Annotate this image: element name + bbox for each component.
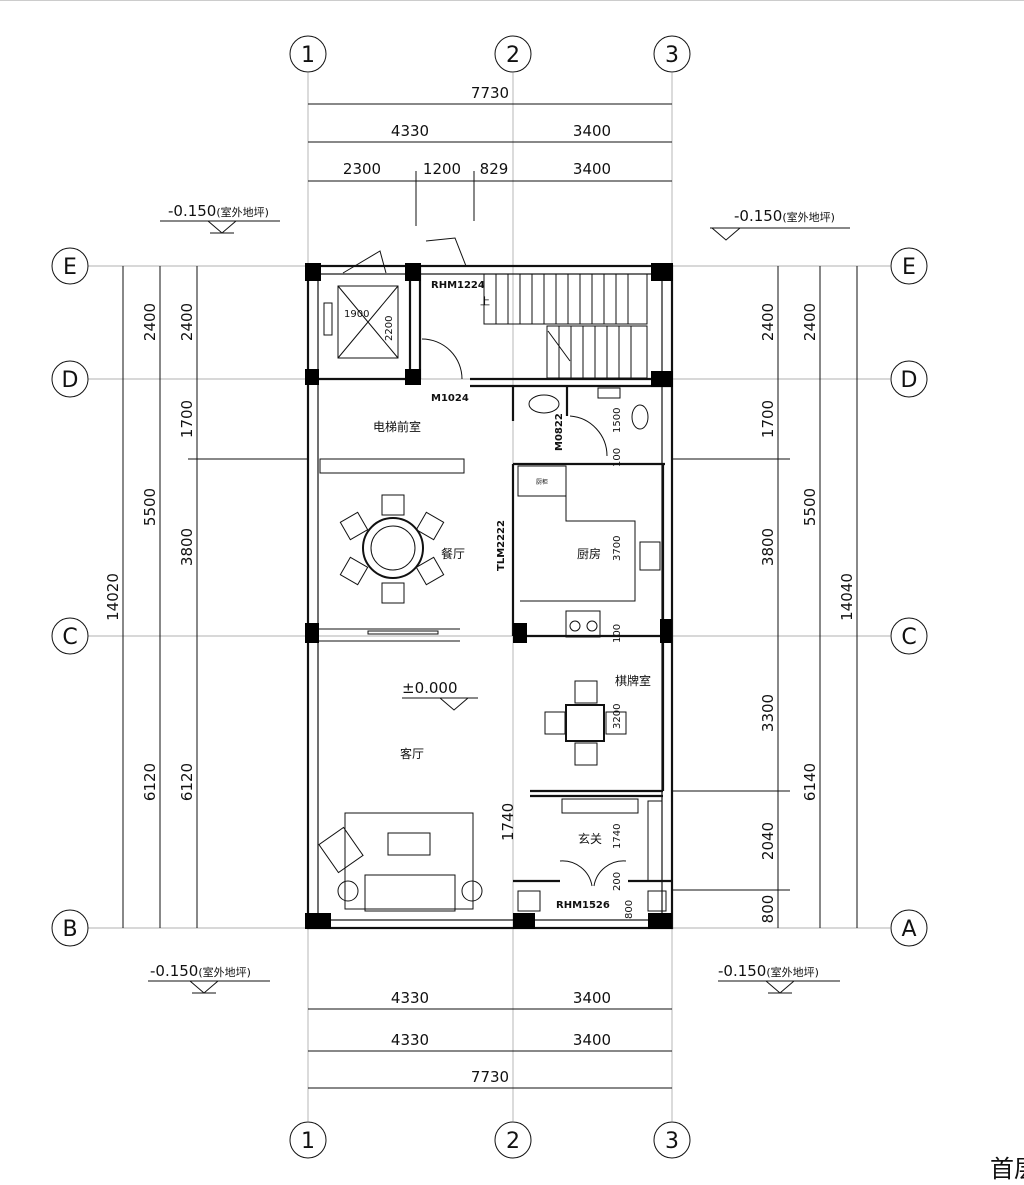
fixtures: [318, 387, 667, 912]
dim-label: 5500: [801, 488, 819, 526]
dim-label: 3400: [573, 989, 611, 1007]
axis-label: B: [62, 917, 77, 942]
room-dining: 餐厅: [441, 546, 465, 561]
cabinet-label: 厨柜: [536, 478, 548, 486]
axis-label: E: [63, 255, 77, 280]
drawing-title: 首层: [990, 1155, 1024, 1183]
dim-label: 829: [480, 160, 509, 178]
door-label: RHM1224: [431, 280, 485, 291]
elevator-depth: 2200: [384, 316, 395, 341]
level-markers: [148, 220, 850, 994]
elevator-width: 1900: [344, 309, 369, 320]
dim-label: 2400: [178, 303, 196, 341]
level-outdoor: -0.150(室外地坪): [734, 207, 835, 225]
dim-label: 3800: [759, 528, 777, 566]
dim-label: 2040: [759, 822, 777, 860]
dim-label: 4330: [391, 1031, 429, 1049]
dim-label: 1500: [612, 408, 623, 433]
axis-label: A: [901, 917, 916, 942]
dim-label: 1200: [423, 160, 461, 178]
doors: [342, 250, 627, 887]
dimension-lines: [122, 103, 858, 1089]
door-label: RHM1526: [556, 900, 610, 911]
dim-label: 1740: [612, 824, 623, 849]
door-label: TLM2222: [496, 520, 507, 571]
dim-total-bottom: 7730: [471, 1068, 509, 1086]
dim-label: 4330: [391, 989, 429, 1007]
axis-label: E: [902, 255, 916, 280]
level-indoor: ±0.000: [402, 679, 458, 697]
level-outdoor: -0.150(室外地坪): [150, 962, 251, 980]
dim-label: 3300: [759, 694, 777, 732]
columns: [305, 263, 673, 929]
dim-label: 3700: [612, 536, 623, 561]
dim-label: 3400: [573, 122, 611, 140]
axis-label: 1: [301, 1129, 315, 1154]
axis-label: 3: [665, 43, 679, 68]
elevator-shaft: [323, 285, 399, 359]
dim-label: 100: [612, 448, 623, 467]
dim-label: 800: [759, 895, 777, 924]
room-elevator-lobby: 电梯前室: [373, 419, 421, 434]
dim-label: 1700: [178, 400, 196, 438]
dim-label: 1740: [499, 803, 517, 841]
dim-label: 6140: [801, 763, 819, 801]
door-label: M1024: [431, 393, 469, 404]
room-living: 客厅: [400, 746, 424, 761]
door-label: M0822: [554, 413, 565, 451]
axis-label: 2: [506, 1129, 520, 1154]
dim-label: 6120: [178, 763, 196, 801]
dim-label: 2400: [141, 303, 159, 341]
level-outdoor: -0.150(室外地坪): [718, 962, 819, 980]
dim-label: 4330: [391, 122, 429, 140]
room-kitchen: 厨房: [577, 546, 601, 561]
axis-label: D: [901, 368, 918, 393]
room-mahjong: 棋牌室: [615, 673, 651, 688]
dim-label: 14040: [838, 573, 856, 621]
dim-label: 3400: [573, 160, 611, 178]
dim-total-top: 7730: [471, 84, 509, 102]
dim-label: 200: [612, 872, 623, 891]
dim-label: 3200: [612, 704, 623, 729]
dim-label: 2400: [801, 303, 819, 341]
level-outdoor: -0.150(室外地坪): [168, 202, 269, 220]
dim-label: 3400: [573, 1031, 611, 1049]
stairs: [425, 237, 648, 379]
axis-label: C: [901, 625, 916, 650]
dim-label: 1700: [759, 400, 777, 438]
axis-label: 1: [301, 43, 315, 68]
room-entrance: 玄关: [578, 831, 602, 846]
dim-label: 3800: [178, 528, 196, 566]
axis-label: 2: [506, 43, 520, 68]
dim-label: 800: [624, 900, 635, 919]
dim-label: 5500: [141, 488, 159, 526]
axis-label: D: [62, 368, 79, 393]
dim-label: 2300: [343, 160, 381, 178]
dim-label: 14020: [104, 573, 122, 621]
grid-lines: [88, 73, 890, 1121]
dim-label: 6120: [141, 763, 159, 801]
stair-up-label: 上: [480, 296, 490, 308]
axis-label: C: [62, 625, 77, 650]
dim-label: 100: [612, 624, 623, 643]
axis-bubbles: [51, 35, 928, 1159]
dim-label: 2400: [759, 303, 777, 341]
axis-label: 3: [665, 1129, 679, 1154]
